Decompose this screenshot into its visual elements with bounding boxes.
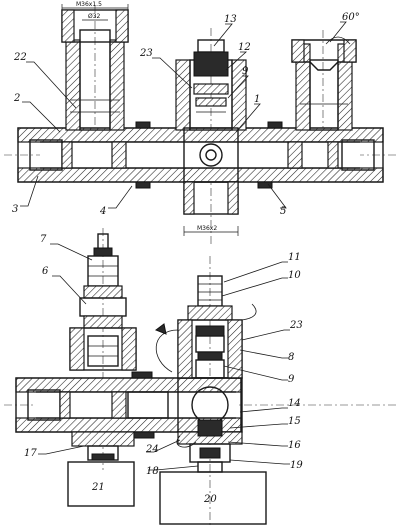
label-16: 16: [288, 440, 301, 451]
label-9-bottom: 9: [288, 374, 295, 385]
bottom-leaders: [38, 243, 290, 471]
thread-left-dim: M36x1.5: [76, 1, 102, 8]
left-fitting: [61, 9, 129, 131]
center-housing-top: [175, 39, 247, 215]
sensor-wiring: [154, 303, 257, 448]
label-18: 18: [146, 466, 159, 477]
main-body-top: [17, 127, 384, 183]
label-15: 15: [288, 416, 301, 427]
left-actuator-stack: [69, 233, 137, 371]
left-lower-assembly: [67, 431, 135, 507]
label-14: 14: [288, 398, 301, 409]
bore-left-dim: Ø32: [88, 13, 101, 20]
label-23-bottom: 23: [289, 320, 303, 331]
label-17: 17: [24, 448, 37, 459]
label-7: 7: [40, 234, 47, 245]
top-leaders: [20, 21, 347, 209]
top-dimensions: M36x1.5 Ø32 M36x2: [61, 1, 351, 236]
label-angle: 60°: [342, 12, 360, 23]
label-5: 5: [280, 206, 286, 217]
label-20: 20: [203, 494, 217, 505]
label-23-top: 23: [139, 48, 153, 59]
label-3: 3: [12, 204, 18, 215]
label-4: 4: [99, 206, 106, 217]
thread-bottom-dim: M36x2: [197, 225, 217, 232]
label-22: 22: [13, 52, 27, 63]
bottom-section-view: 7 6 11 10 23 8 9 14 15 16 19 17 24 18 21…: [4, 228, 396, 528]
label-13: 13: [224, 14, 237, 25]
right-valve-housing: [159, 275, 267, 525]
label-24: 24: [145, 444, 159, 455]
label-6: 6: [42, 266, 49, 277]
top-section-view: M36x1.5 Ø32 M36x2 22 2 3 4 23: [4, 1, 396, 245]
label-19: 19: [290, 460, 303, 471]
label-10: 10: [288, 270, 301, 281]
label-12: 12: [238, 42, 251, 53]
label-1: 1: [254, 94, 260, 105]
right-fitting: [291, 39, 357, 131]
body-screws-top: [135, 121, 283, 189]
label-9-top: 9: [242, 66, 249, 77]
label-8: 8: [288, 352, 294, 363]
label-11: 11: [288, 252, 301, 263]
label-21: 21: [91, 482, 105, 493]
label-2: 2: [13, 93, 20, 104]
